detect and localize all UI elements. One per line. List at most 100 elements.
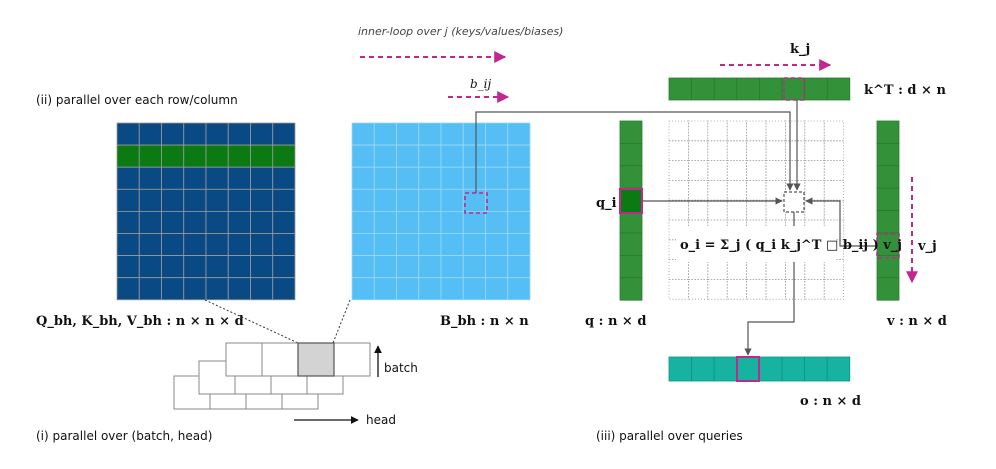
bias-cell xyxy=(440,210,464,234)
qkv-cell xyxy=(161,255,185,279)
bias-cell xyxy=(507,122,531,146)
attention-cell xyxy=(746,120,767,142)
routing-arrows xyxy=(475,100,877,356)
qkv-cell xyxy=(205,277,229,301)
bias-cell xyxy=(418,144,442,168)
attention-cell xyxy=(823,140,845,162)
bias-cell xyxy=(507,210,531,234)
bias-cell xyxy=(485,166,509,190)
bias-cell xyxy=(440,277,464,301)
b-ij-label: b_ij xyxy=(470,77,492,91)
batch-head-cell xyxy=(225,342,263,377)
qkv-cell xyxy=(272,277,296,301)
batch-head-cell xyxy=(261,342,299,377)
qkv-cell xyxy=(116,255,140,279)
bias-cell xyxy=(440,188,464,212)
selected-batch-head-cell xyxy=(297,342,335,377)
bias-cell xyxy=(507,277,531,301)
qkv-cell xyxy=(205,255,229,279)
qkv-cell xyxy=(138,144,162,168)
query-cell xyxy=(619,142,643,167)
qkv-cell xyxy=(250,122,274,146)
attention-cell xyxy=(804,140,825,162)
bias-cell xyxy=(485,255,509,279)
attention-formula: o_i = Σ_j ( q_i k_j^T □ b_ij ) v_j xyxy=(680,238,902,253)
attention-cell xyxy=(688,120,709,142)
value-cell xyxy=(876,165,900,189)
qkv-cell xyxy=(161,210,185,234)
key-cell xyxy=(668,77,693,101)
inner-loop-note: inner-loop over j (keys/values/biases) xyxy=(358,25,563,63)
qkv-cell xyxy=(272,255,296,279)
qkv-cell xyxy=(183,144,207,168)
qkv-cell xyxy=(116,277,140,301)
attention-cell xyxy=(804,160,825,181)
attention-cell xyxy=(668,140,689,162)
bias-cell xyxy=(351,255,375,279)
attention-cell xyxy=(726,120,748,142)
attention-cell xyxy=(746,278,767,300)
bias-cell xyxy=(351,188,375,212)
attention-cell xyxy=(726,259,748,280)
o-shape-label: o : n × d xyxy=(800,394,861,409)
qkv-cell xyxy=(272,166,296,190)
o-i-highlight xyxy=(736,356,760,382)
bias-cell xyxy=(485,210,509,234)
qkv-cell xyxy=(250,144,274,168)
attention-cell xyxy=(668,160,689,181)
query-cell xyxy=(619,254,643,279)
attention-cell xyxy=(765,160,786,181)
value-cell xyxy=(876,120,900,144)
bias-cell xyxy=(485,233,509,257)
bias-cell xyxy=(373,166,397,190)
key-cell xyxy=(691,77,715,101)
attention-cell xyxy=(785,140,806,162)
qkv-cell xyxy=(227,144,251,168)
bias-cell xyxy=(462,166,486,190)
bias-cell xyxy=(373,210,397,234)
value-cell xyxy=(876,142,900,167)
bias-cell xyxy=(507,188,531,212)
attention-cell xyxy=(785,259,806,280)
qkv-cell xyxy=(205,210,229,234)
qkv-cell xyxy=(138,277,162,301)
attention-score-grid xyxy=(668,120,845,300)
attention-cell xyxy=(765,179,786,201)
attention-cell xyxy=(765,140,786,162)
bias-cell xyxy=(396,188,420,212)
v-shape-label: v : n × d xyxy=(886,314,947,329)
qkv-cell xyxy=(272,210,296,234)
bias-cell xyxy=(351,210,375,234)
value-cell xyxy=(876,277,900,301)
qkv-cell xyxy=(116,188,140,212)
qkv-cell xyxy=(205,188,229,212)
attention-cell xyxy=(765,278,786,300)
bias-cell xyxy=(440,122,464,146)
attention-cell xyxy=(804,278,825,300)
attention-cell xyxy=(765,120,786,142)
qkv-tensor-grid xyxy=(116,122,296,301)
attention-cell xyxy=(668,120,689,142)
attention-cell xyxy=(726,160,748,181)
attention-cell xyxy=(746,140,767,162)
qkv-cell xyxy=(161,166,185,190)
qkv-cell xyxy=(161,144,185,168)
attention-cell xyxy=(765,259,786,280)
bias-cell xyxy=(485,277,509,301)
bias-tensor-grid xyxy=(351,122,531,301)
attention-cell xyxy=(785,160,806,181)
bias-cell xyxy=(462,210,486,234)
qkv-cell xyxy=(183,255,207,279)
qkv-cell xyxy=(183,210,207,234)
qkv-cell xyxy=(227,188,251,212)
attention-cell xyxy=(746,160,767,181)
parallel-row-col-label: (ii) parallel over each row/column xyxy=(36,93,238,107)
qkv-cell xyxy=(138,122,162,146)
attention-cell xyxy=(707,140,728,162)
bias-cell xyxy=(396,277,420,301)
qkv-cell xyxy=(183,233,207,257)
bias-cell xyxy=(373,122,397,146)
bias-cell xyxy=(351,277,375,301)
qkv-cell xyxy=(138,166,162,190)
bias-cell xyxy=(462,255,486,279)
